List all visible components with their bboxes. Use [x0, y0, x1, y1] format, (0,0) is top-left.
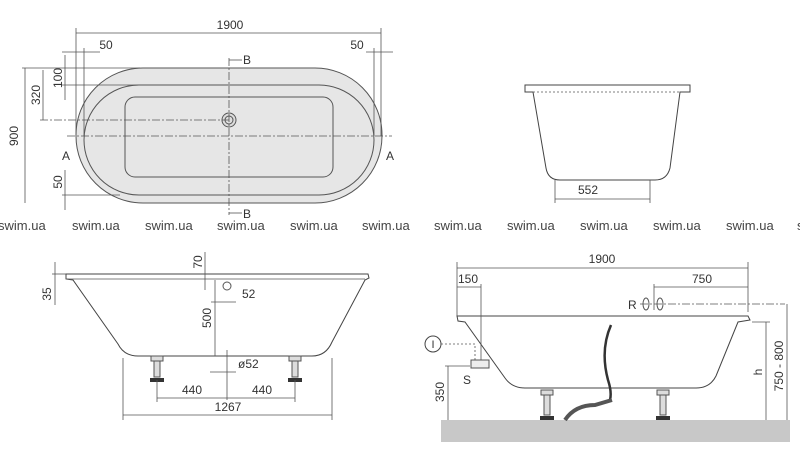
- watermark: swim.ua: [434, 218, 482, 233]
- watermark-row: swim.ua swim.ua swim.ua swim.ua swim.ua …: [0, 218, 800, 233]
- height-label: h: [751, 369, 765, 376]
- watermark: swim.ua: [290, 218, 338, 233]
- dim-length: 1900: [589, 252, 616, 266]
- watermark: swim.ua: [653, 218, 701, 233]
- watermark: swim.ua: [217, 218, 265, 233]
- foot-right: [656, 389, 670, 420]
- watermark: swim.ua: [580, 218, 628, 233]
- dim-drain-diameter: ø52: [238, 357, 259, 371]
- section-a-right-label: A: [386, 149, 394, 163]
- watermark: swim.ua: [72, 218, 120, 233]
- siphon-box: [470, 359, 490, 369]
- dim-base-length: 1267: [215, 400, 242, 414]
- section-b-top-label: B: [243, 53, 251, 67]
- dim-width: 900: [7, 126, 21, 146]
- siphon-pipe: [563, 398, 613, 422]
- floor: [441, 420, 790, 442]
- dim-overflow-offset: 70: [191, 255, 205, 269]
- dim-siphon-height: 350: [433, 382, 447, 402]
- watermark: swim.ua: [362, 218, 410, 233]
- dim-drain-offset: 320: [29, 85, 43, 105]
- info-symbol: I: [431, 339, 434, 351]
- dim-total-height: 750 - 800: [772, 340, 786, 391]
- watermark: swim.ua: [797, 218, 800, 233]
- tap-label: R: [628, 298, 637, 312]
- dim-tap-offset: 750: [692, 272, 712, 286]
- section-a-left-label: A: [62, 149, 70, 163]
- section-b-bottom-label: B: [243, 207, 251, 221]
- tub-basin: [124, 96, 334, 178]
- dim-rim-top: 100: [51, 68, 65, 88]
- dim-rim-height: 35: [40, 287, 54, 301]
- foot-right: [288, 355, 302, 382]
- dim-rim-bottom: 50: [51, 175, 65, 189]
- watermark: swim.ua: [726, 218, 774, 233]
- dim-siphon-offset: 150: [458, 272, 478, 286]
- dim-foot-left: 440: [182, 383, 202, 397]
- overflow-icon: [222, 281, 232, 291]
- dim-depth: 500: [200, 308, 214, 328]
- foot-left: [150, 355, 164, 382]
- side-view-a: 35 70 52 500 ø52 440 440 1267: [40, 252, 370, 420]
- drain-hose: [603, 324, 613, 401]
- dim-rim-right: 50: [350, 38, 364, 52]
- dim-rim-left: 50: [99, 38, 113, 52]
- end-view: 552: [524, 84, 691, 203]
- top-view: 1900 50 50 900 320 100 50 A A B B: [7, 18, 394, 221]
- watermark: swim.ua: [507, 218, 555, 233]
- siphon-label: S: [463, 373, 471, 387]
- dim-foot-right: 440: [252, 383, 272, 397]
- foot-left: [540, 389, 554, 420]
- watermark: swim.ua: [145, 218, 193, 233]
- side-view-b: 1900 150 750 R I S 350 h 750 - 800: [424, 252, 790, 442]
- dim-bottom-width: 552: [578, 183, 598, 197]
- dim-overflow-diameter: 52: [242, 287, 256, 301]
- watermark: swim.ua: [0, 218, 46, 233]
- dim-length: 1900: [217, 18, 244, 32]
